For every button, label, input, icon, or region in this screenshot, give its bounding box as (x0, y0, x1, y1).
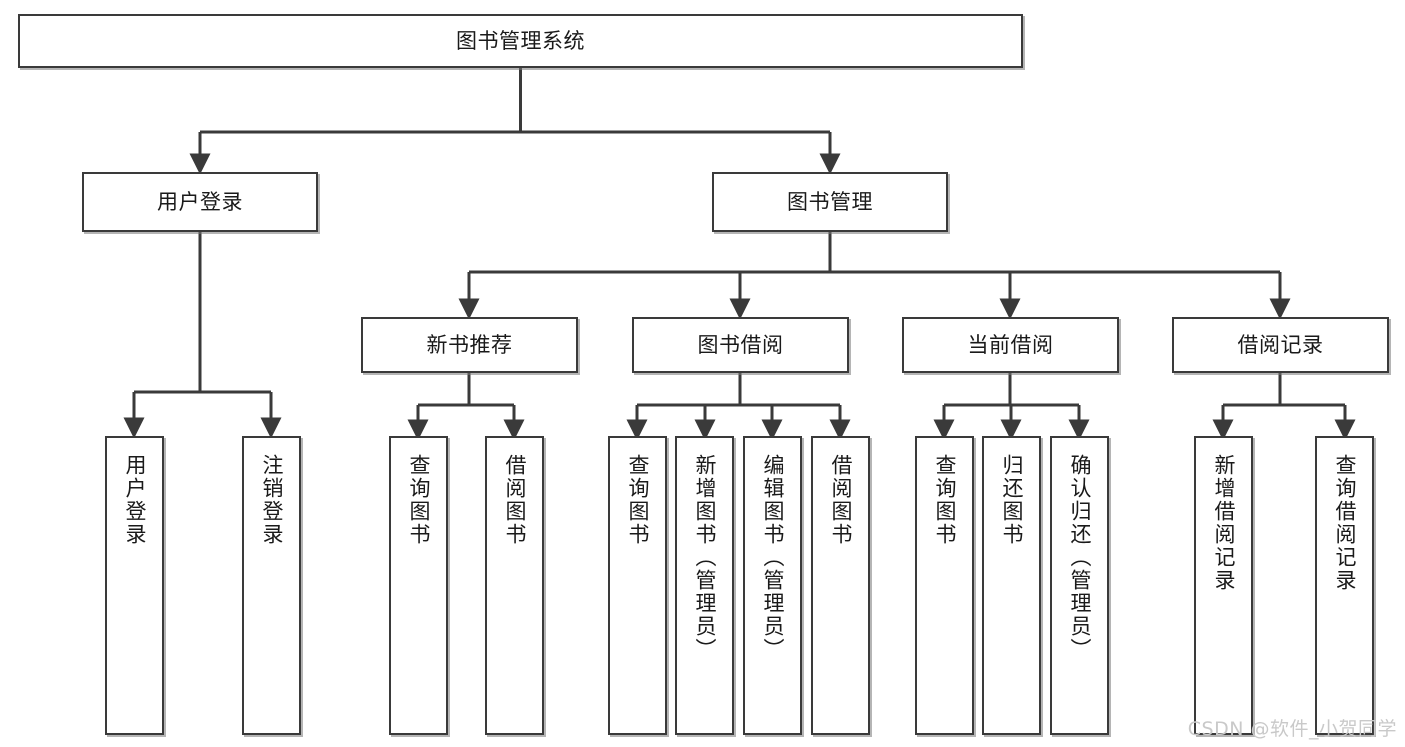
node-leaf-borrow-query-book[interactable]: 查询图书 (608, 436, 667, 735)
node-current-borrow[interactable]: 当前借阅 (902, 317, 1119, 373)
node-current-borrow-label: 当前借阅 (967, 332, 1054, 357)
node-leaf-current-return-book[interactable]: 归还图书 (982, 436, 1041, 735)
node-leaf-current-query-book[interactable]: 查询图书 (915, 436, 974, 735)
node-leaf-record-add-label: 新增借阅记录 (1211, 454, 1236, 592)
watermark-text: CSDN @软件_小贺同学 (1187, 718, 1397, 740)
node-leaf-current-confirm-return-label: 确认归还（管理员） (1067, 454, 1092, 661)
node-root-label: 图书管理系统 (456, 28, 585, 53)
node-leaf-current-confirm-return[interactable]: 确认归还（管理员） (1050, 436, 1109, 735)
node-leaf-borrow-edit-book[interactable]: 编辑图书（管理员） (743, 436, 802, 735)
node-borrow-record[interactable]: 借阅记录 (1172, 317, 1389, 373)
node-leaf-borrow-edit-book-label: 编辑图书（管理员） (760, 454, 785, 661)
node-borrow-record-label: 借阅记录 (1237, 332, 1324, 357)
node-root-system[interactable]: 图书管理系统 (18, 14, 1023, 68)
node-leaf-record-query[interactable]: 查询借阅记录 (1315, 436, 1374, 735)
node-book-manage[interactable]: 图书管理 (712, 172, 948, 232)
node-leaf-borrow-borrow-book-label: 借阅图书 (828, 454, 853, 546)
node-leaf-record-add[interactable]: 新增借阅记录 (1194, 436, 1253, 735)
node-leaf-user-login-label: 用户登录 (122, 454, 147, 546)
node-leaf-user-logout[interactable]: 注销登录 (242, 436, 301, 735)
node-leaf-current-query-book-label: 查询图书 (932, 454, 957, 546)
node-user-login[interactable]: 用户登录 (82, 172, 318, 232)
node-leaf-borrow-add-book-label: 新增图书（管理员） (692, 454, 717, 661)
node-leaf-recommend-borrow-book[interactable]: 借阅图书 (485, 436, 544, 735)
node-book-manage-label: 图书管理 (787, 189, 873, 214)
node-leaf-recommend-borrow-book-label: 借阅图书 (502, 454, 527, 546)
node-user-login-label: 用户登录 (157, 189, 243, 214)
node-leaf-borrow-borrow-book[interactable]: 借阅图书 (811, 436, 870, 735)
node-new-book-recommend[interactable]: 新书推荐 (361, 317, 578, 373)
node-leaf-user-login[interactable]: 用户登录 (105, 436, 164, 735)
node-leaf-user-logout-label: 注销登录 (259, 454, 284, 546)
node-leaf-record-query-label: 查询借阅记录 (1332, 454, 1357, 592)
node-leaf-current-return-book-label: 归还图书 (999, 454, 1024, 546)
node-leaf-borrow-add-book[interactable]: 新增图书（管理员） (675, 436, 734, 735)
node-leaf-recommend-query-book-label: 查询图书 (406, 454, 431, 546)
node-leaf-borrow-query-book-label: 查询图书 (625, 454, 650, 546)
node-book-borrow[interactable]: 图书借阅 (632, 317, 849, 373)
node-leaf-recommend-query-book[interactable]: 查询图书 (389, 436, 448, 735)
node-book-borrow-label: 图书借阅 (697, 332, 784, 357)
node-new-book-recommend-label: 新书推荐 (426, 332, 513, 357)
